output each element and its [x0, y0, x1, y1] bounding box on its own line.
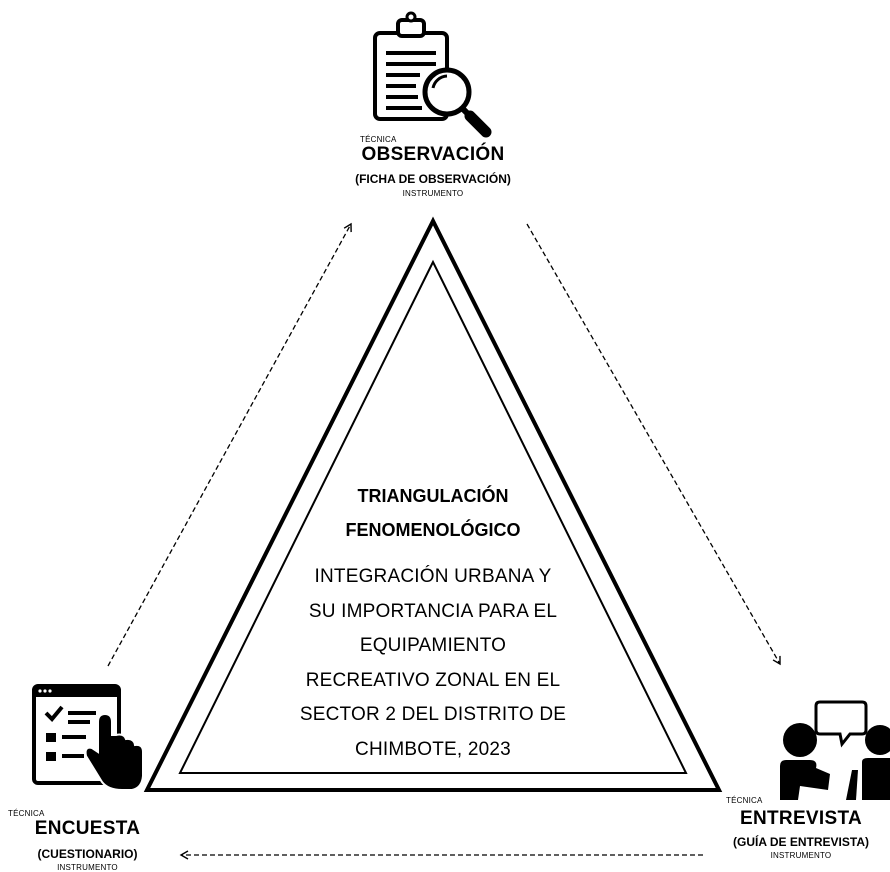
- clipboard-magnifier-icon: [373, 11, 492, 138]
- entrevista-title: ENTREVISTA: [740, 808, 862, 829]
- entrevista-tecnica-label: TÉCNICA: [726, 796, 763, 805]
- center-body-line: EQUIPAMIENTO: [359, 635, 507, 656]
- center-body-line: RECREATIVO ZONAL EN EL: [305, 669, 561, 691]
- inner-triangle: [178, 259, 688, 774]
- encuesta-title: ENCUESTA: [34, 818, 141, 839]
- observacion-instrumento-label: INSTRUMENTO: [402, 189, 464, 198]
- center-body-line: SECTOR 2 DEL DISTRITO DE: [299, 704, 567, 725]
- observacion-tecnica-label: TÉCNICA: [360, 135, 397, 144]
- encuesta-tecnica-label: TÉCNICA: [8, 809, 45, 818]
- encuesta-instrument: (CUESTIONARIO): [37, 847, 138, 861]
- survey-checklist-icon: [32, 684, 144, 791]
- encuesta-instrumento-label: INSTRUMENTO: [57, 863, 118, 872]
- arrow-observacion-to-entrevista: [526, 223, 781, 666]
- center-body-line: CHIMBOTE, 2023: [355, 738, 511, 760]
- entrevista-instrumento-label: INSTRUMENTO: [770, 851, 832, 860]
- center-body: INTEGRACIÓN URBANA Y SU IMPORTANCIA PARA…: [263, 560, 603, 767]
- outer-triangle: [143, 216, 723, 792]
- interview-people-icon: [780, 700, 890, 800]
- entrevista-instrument: (GUÍA DE ENTREVISTA): [732, 835, 869, 849]
- center-heading-line-1: TRIANGULACIÓN: [357, 486, 509, 506]
- observacion-instrument: (FICHA DE OBSERVACIÓN): [355, 172, 511, 186]
- observacion-title: OBSERVACIÓN: [361, 144, 505, 165]
- arrow-encuesta-to-observacion: [107, 222, 352, 667]
- center-heading: TRIANGULACIÓN FENOMENOLÓGICO: [283, 479, 583, 547]
- center-body-line: INTEGRACIÓN URBANA Y: [314, 566, 552, 587]
- center-body-line: SU IMPORTANCIA PARA EL: [308, 600, 558, 622]
- center-heading-line-2: FENOMENOLÓGICO: [345, 520, 521, 540]
